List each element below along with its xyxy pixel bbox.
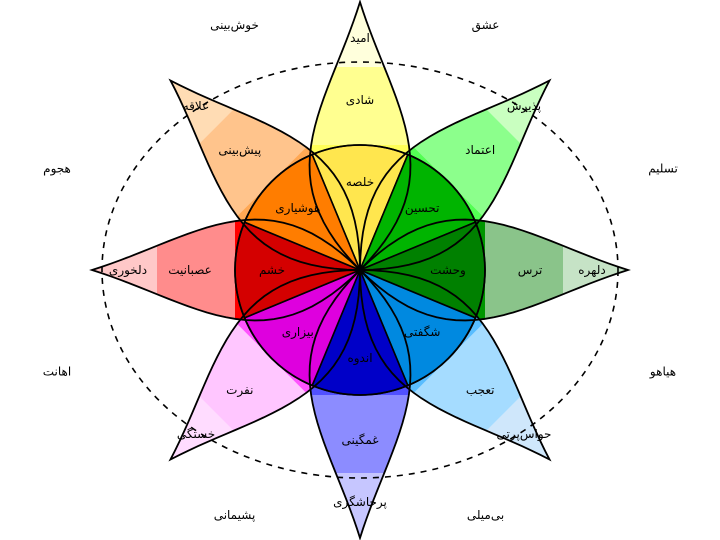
petal-anticipation-label-middle: علاقه bbox=[183, 99, 210, 113]
petal-joy-outer bbox=[335, 2, 385, 67]
petal-anticipation-outer bbox=[170, 80, 234, 144]
inner-ring bbox=[234, 144, 486, 396]
petal-surprise-middle bbox=[413, 323, 521, 431]
petal-fear-outer bbox=[563, 245, 628, 295]
petal-anger-outline bbox=[89, 218, 362, 322]
pie-label-disgust: بیزاری bbox=[282, 325, 314, 340]
petal-anticipation-middle bbox=[199, 109, 307, 217]
petal-anger-label-middle: دلخوری bbox=[109, 263, 147, 278]
petal-fear-label-middle: دلهره bbox=[578, 263, 605, 278]
petal-sadness-label-core: غمگینی bbox=[341, 433, 378, 447]
pie-label-trust: تحسین bbox=[405, 201, 440, 216]
dyad-labels: عشق تسلیم هیاهو بی‌میلی پشیمانی اهانت هجوم خوش‌… bbox=[43, 18, 678, 522]
petal-surprise-label-core: تعجب bbox=[466, 383, 495, 397]
guide-ring bbox=[101, 61, 619, 479]
petal-disgust-label-core: نفرت bbox=[226, 383, 253, 398]
petal-anger-outer bbox=[92, 245, 157, 295]
petal-joy-outline bbox=[308, 0, 412, 272]
pie-label-sadness: اندوه bbox=[347, 351, 372, 366]
petal-sadness-outline bbox=[308, 268, 412, 540]
petal-surprise-outer bbox=[486, 396, 550, 460]
petal-fear-middle bbox=[485, 221, 563, 319]
petal-trust-middle bbox=[413, 109, 521, 217]
pie-label-anticipation: هوشیاری bbox=[275, 201, 320, 216]
petal-disgust-label-middle: خستگی bbox=[177, 427, 215, 441]
dyad-awe: هیاهو bbox=[649, 364, 676, 379]
petal-joy-label-core: شادی bbox=[346, 93, 374, 107]
dyad-aggressiveness: هجوم bbox=[43, 162, 71, 177]
petal-disgust-middle bbox=[199, 323, 307, 431]
petal-disgust-outer bbox=[170, 396, 234, 460]
petal-fear-label-core: ترس bbox=[518, 263, 543, 278]
petal-surprise-outline bbox=[359, 269, 552, 462]
petal-sadness-middle bbox=[311, 395, 409, 473]
dyad-contempt: اهانت bbox=[43, 364, 71, 378]
pie-label-joy: خلصه bbox=[346, 175, 374, 189]
petal-fear-outline bbox=[358, 218, 631, 322]
dyad-disapproval: بی‌میلی bbox=[467, 508, 504, 522]
petal-anger-label-core: عصبانیت bbox=[168, 263, 212, 277]
pie-label-anger: خشم bbox=[259, 263, 285, 277]
dyad-love: عشق bbox=[472, 18, 500, 33]
petal-sadness-outer bbox=[335, 473, 385, 538]
emotion-labels: امید شادی خلصه پذیرش اعتماد تحسین دلهره ترس وحشت… bbox=[109, 31, 606, 510]
petal-trust-label-middle: پذیرش bbox=[507, 99, 541, 114]
petal-joy-label-middle: امید bbox=[350, 31, 370, 45]
pie-label-fear: وحشت bbox=[430, 263, 466, 278]
pie-label-surprise: شگفتی bbox=[404, 325, 440, 339]
dyad-remorse: پشیمانی bbox=[214, 508, 256, 522]
wheel-lines bbox=[89, 0, 631, 540]
petal-disgust-outline bbox=[168, 269, 361, 462]
petal-trust-outer bbox=[486, 80, 550, 144]
petal-sadness-label-middle: پرخاشگری bbox=[333, 495, 387, 510]
petal-trust-label-core: اعتماد bbox=[465, 143, 495, 157]
petal-anticipation-label-core: پیش‌بینی bbox=[218, 143, 261, 158]
dyad-submission: تسلیم bbox=[648, 162, 678, 176]
petal-anticipation-outline bbox=[168, 78, 361, 271]
petal-trust-outline bbox=[359, 78, 552, 271]
petal-anger-middle bbox=[157, 221, 235, 319]
dyad-optimism: خوش‌بینی bbox=[210, 18, 259, 33]
petal-surprise-label-middle: حواس‌پرتی bbox=[497, 427, 552, 442]
petal-joy-middle bbox=[311, 67, 409, 145]
